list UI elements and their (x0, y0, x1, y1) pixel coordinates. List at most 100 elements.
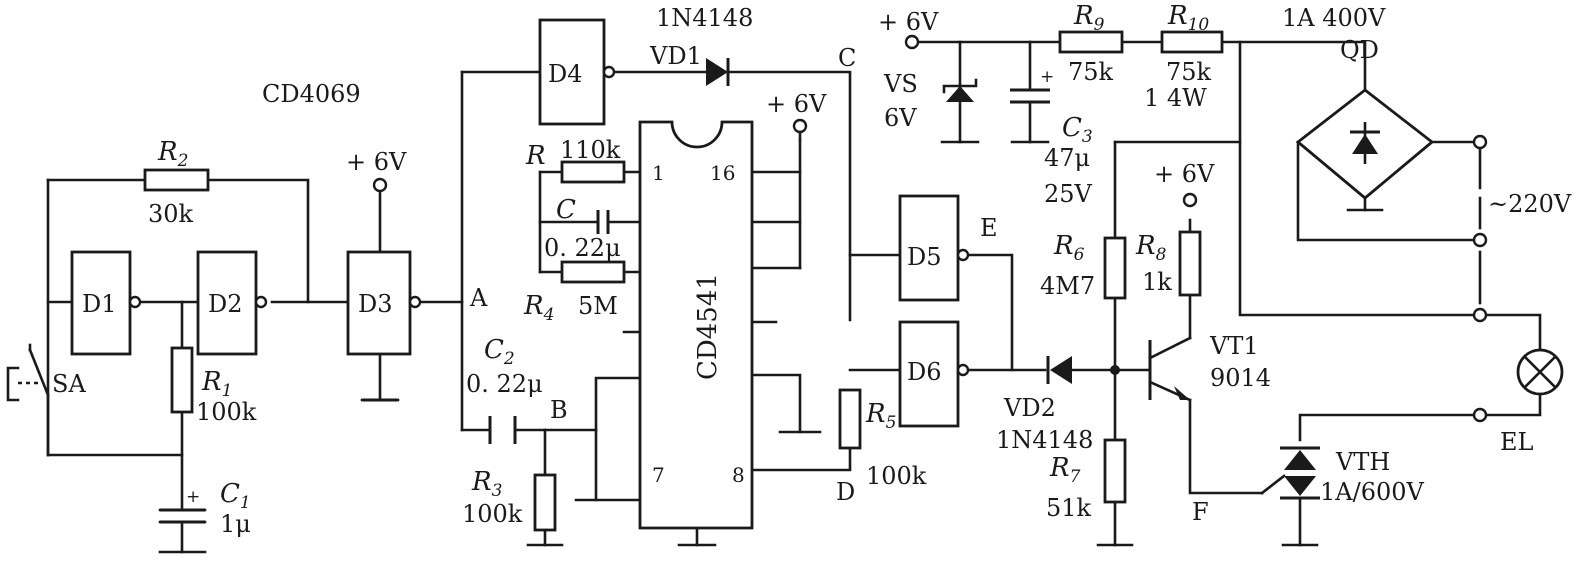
r-value: 110k (560, 136, 621, 164)
resistor-r8 (1178, 230, 1202, 297)
r10-value: 75k (1166, 58, 1212, 86)
gate-d4-label: D4 (548, 60, 583, 88)
gate-d1 (70, 250, 142, 356)
c2-value: 0. 22μ (466, 370, 543, 398)
r8-value: 1k (1142, 268, 1172, 296)
capacitor-c1 (160, 508, 205, 524)
gate-d3-label: D3 (358, 290, 393, 318)
resistor-r2 (143, 168, 210, 192)
r7-value: 51k (1046, 494, 1092, 522)
r3-value: 100k (462, 500, 523, 528)
r6-name: R6 (1053, 231, 1085, 265)
r7-name: R7 (1049, 453, 1081, 487)
vs-name: VS (883, 70, 918, 98)
supply-terminal-rail (904, 34, 920, 50)
supply-cd4541-label: + 6V (766, 90, 827, 118)
svg-text:+: + (1040, 67, 1054, 87)
r10-name: R10 (1167, 1, 1209, 35)
vt1-name: VT1 (1209, 332, 1259, 360)
diode-vd2 (1046, 356, 1072, 384)
r1-name: R1 (201, 367, 232, 401)
r1-value: 100k (196, 398, 257, 426)
c3-value: 47μ (1044, 144, 1090, 172)
qd-value: 1A 400V (1282, 4, 1386, 32)
terminals (372, 34, 1488, 423)
node-c-label: C (838, 44, 856, 72)
vt1-value: 9014 (1210, 364, 1271, 392)
vd2-value: 1N4148 (996, 426, 1093, 454)
node-d-label: D (836, 478, 855, 506)
resistor-r4 (560, 260, 626, 284)
supply-terminal-cd4541 (792, 118, 808, 134)
supply-d3-label: + 6V (346, 148, 407, 176)
gate-d2-label: D2 (208, 290, 243, 318)
resistor-r (560, 160, 626, 184)
gate-d1-label: D1 (82, 290, 117, 318)
vth-name: VTH (1335, 448, 1390, 476)
r3-name: R3 (471, 467, 502, 501)
r5-value: 100k (866, 462, 927, 490)
svg-text:+: + (186, 487, 200, 507)
pin-1-label: 1 (652, 161, 665, 185)
timer-ic-label: CD4541 (693, 273, 723, 380)
node-e-label: E (980, 214, 998, 242)
node-f-label: F (1192, 498, 1209, 526)
lamp-terminal-top (1472, 307, 1488, 323)
gate-d6 (898, 320, 970, 428)
mains-terminal-top (1472, 134, 1488, 150)
switch-sa (6, 366, 38, 402)
capacitors: + + (160, 67, 1054, 524)
zener-vs (942, 78, 978, 102)
resistor-r10 (1160, 30, 1224, 54)
thyristor-vth (1260, 446, 1320, 500)
r8-name: R8 (1135, 231, 1167, 265)
r4-value: 5M (578, 292, 618, 320)
labels: CD4069 D1 D2 D3 D4 D5 D6 R2 30k R1 100k … (52, 1, 1572, 538)
r-name: R (525, 141, 546, 171)
r6-value: 4M7 (1040, 272, 1095, 300)
node-b-label: B (550, 396, 568, 424)
r5-name: R5 (865, 399, 896, 433)
lamp-terminal-bottom (1472, 407, 1488, 423)
supply-rail-label: + 6V (878, 8, 939, 36)
c2-name: C2 (484, 335, 515, 369)
el-label: EL (1500, 428, 1534, 456)
r10-rating: 1 4W (1144, 84, 1207, 112)
capacitor-c2 (488, 416, 517, 444)
transistor-vt1 (1148, 336, 1192, 402)
cd4541-chip (638, 120, 754, 530)
bridge-rectifier-qd (1295, 88, 1435, 200)
diode-vd1 (706, 58, 730, 86)
resistor-r1 (170, 346, 194, 414)
r9-value: 75k (1068, 58, 1114, 86)
r2-name: R2 (157, 137, 188, 171)
capacitor-c (596, 210, 610, 234)
c3-name: C3 (1062, 113, 1093, 147)
r9-name: R9 (1073, 1, 1105, 35)
c3-voltage: 25V (1044, 180, 1093, 208)
vs-value: 6V (884, 104, 917, 132)
c1-value: 1μ (220, 510, 251, 538)
pin-16-label: 16 (710, 161, 735, 185)
capacitor-c3 (1010, 88, 1050, 104)
node-a-label: A (469, 284, 488, 312)
gate-d3 (346, 250, 422, 356)
sa-label: SA (52, 370, 86, 398)
c-value: 0. 22μ (544, 234, 621, 262)
mains-terminal-bottom (1472, 232, 1488, 248)
c1-name: C1 (220, 479, 251, 513)
inverter-ic-label: CD4069 (262, 80, 361, 108)
gate-d4 (538, 18, 616, 126)
gate-d5 (898, 194, 970, 302)
qd-name: QD (1340, 36, 1379, 64)
resistor-r3 (533, 473, 557, 532)
r4-name: R4 (523, 291, 554, 325)
vth-value: 1A/600V (1320, 478, 1424, 506)
gate-d2 (196, 250, 268, 356)
gate-d5-label: D5 (907, 243, 942, 271)
pin-7-label: 7 (652, 463, 665, 487)
resistor-r6 (1103, 236, 1127, 300)
wires (28, 40, 1542, 554)
supply-r8-label: + 6V (1154, 160, 1215, 188)
